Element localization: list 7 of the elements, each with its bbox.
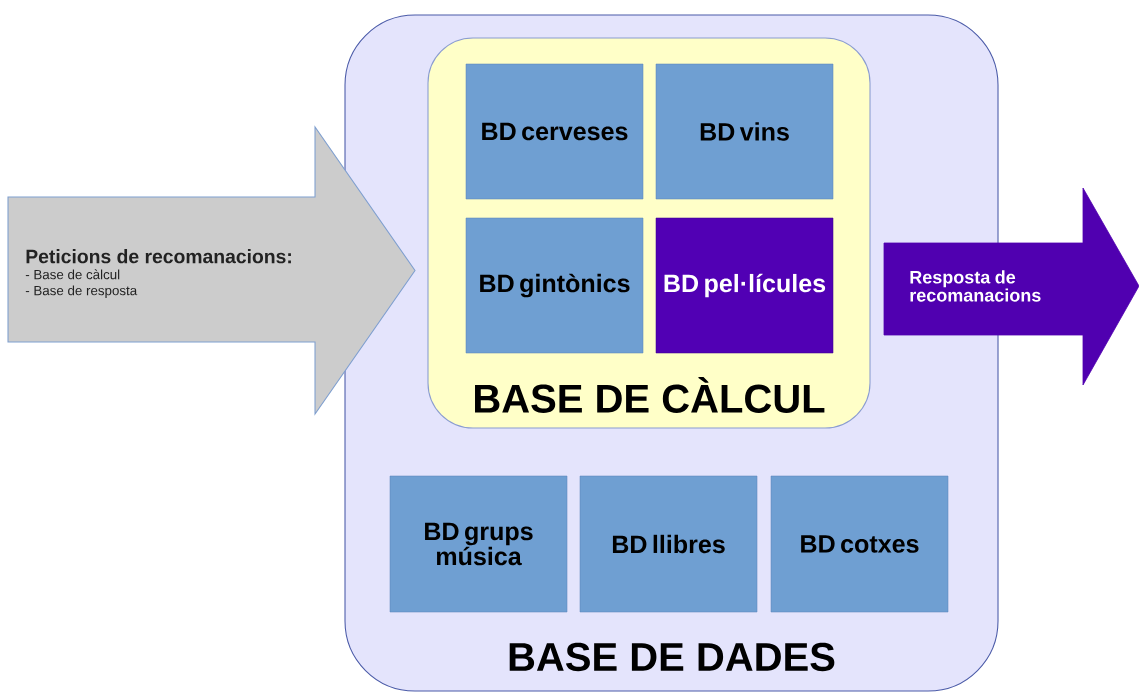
database-box: BD cerveses [465,63,644,200]
database-box: BD llibres [579,475,758,613]
database-box: BD vins [655,63,834,200]
database-box: BD gintònics [465,217,644,354]
database-box: BD pel·lícules [655,217,834,354]
database-box: BD cotxes [770,475,949,613]
database-box: BD grups música [389,475,568,613]
